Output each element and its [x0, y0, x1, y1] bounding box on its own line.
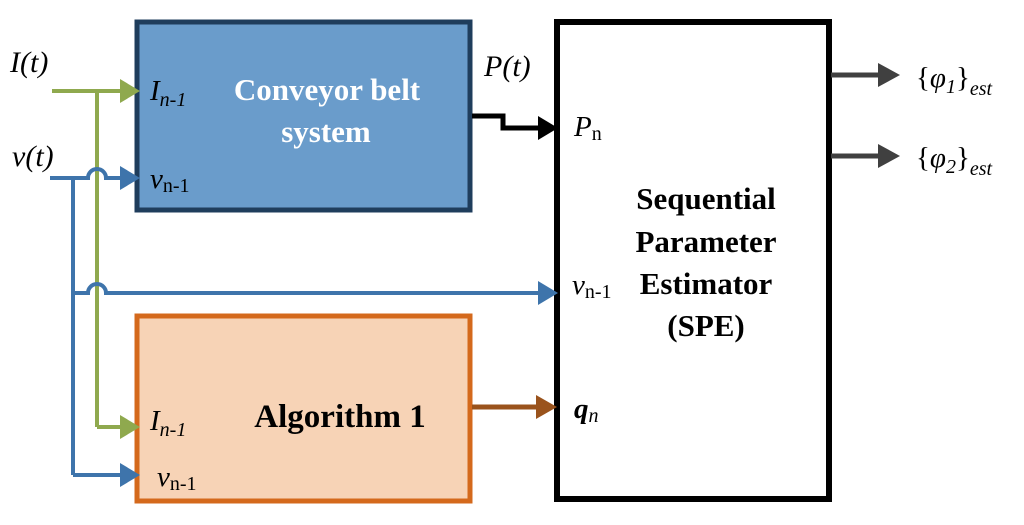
conveyor-port-current: In-1: [149, 75, 186, 111]
spe-title-line1: Sequential: [636, 181, 776, 216]
output-arrows: [831, 63, 900, 168]
algorithm-port-current: In-1: [149, 405, 186, 441]
algorithm-block: [134, 313, 473, 504]
input-velocity-label: v(t): [12, 140, 54, 173]
spe-port-velocity: vn-1: [572, 269, 612, 303]
velocity-signal-lines: [50, 167, 540, 477]
conveyor-port-velocity: vn-1: [150, 163, 190, 197]
velocity-signal-arrowheads: [120, 166, 558, 487]
spe-title-line4: (SPE): [667, 308, 745, 343]
conveyor-belt-block: [134, 19, 473, 213]
spe-title-line3: Estimator: [640, 266, 773, 301]
spe-port-q: qn: [574, 393, 599, 427]
output-phi2-label: {φ2}est: [916, 142, 993, 180]
algorithm-port-velocity: vn-1: [157, 461, 197, 495]
current-signal-arrowheads: [120, 79, 140, 439]
spe-port-power: Pn: [573, 111, 602, 145]
spe-title-line2: Parameter: [635, 224, 776, 259]
q-signal-line: [472, 395, 557, 419]
conveyor-output-label: P(t): [483, 50, 531, 83]
output-phi1-label: {φ1}est: [916, 62, 993, 100]
input-current-label: I(t): [9, 46, 48, 79]
conveyor-title-line2: system: [281, 114, 371, 149]
current-signal-lines: [52, 89, 122, 429]
power-signal-line: [472, 113, 558, 140]
spe-block: [554, 19, 832, 502]
conveyor-title-line1: Conveyor belt: [234, 72, 421, 107]
algorithm-title: Algorithm 1: [254, 399, 425, 435]
